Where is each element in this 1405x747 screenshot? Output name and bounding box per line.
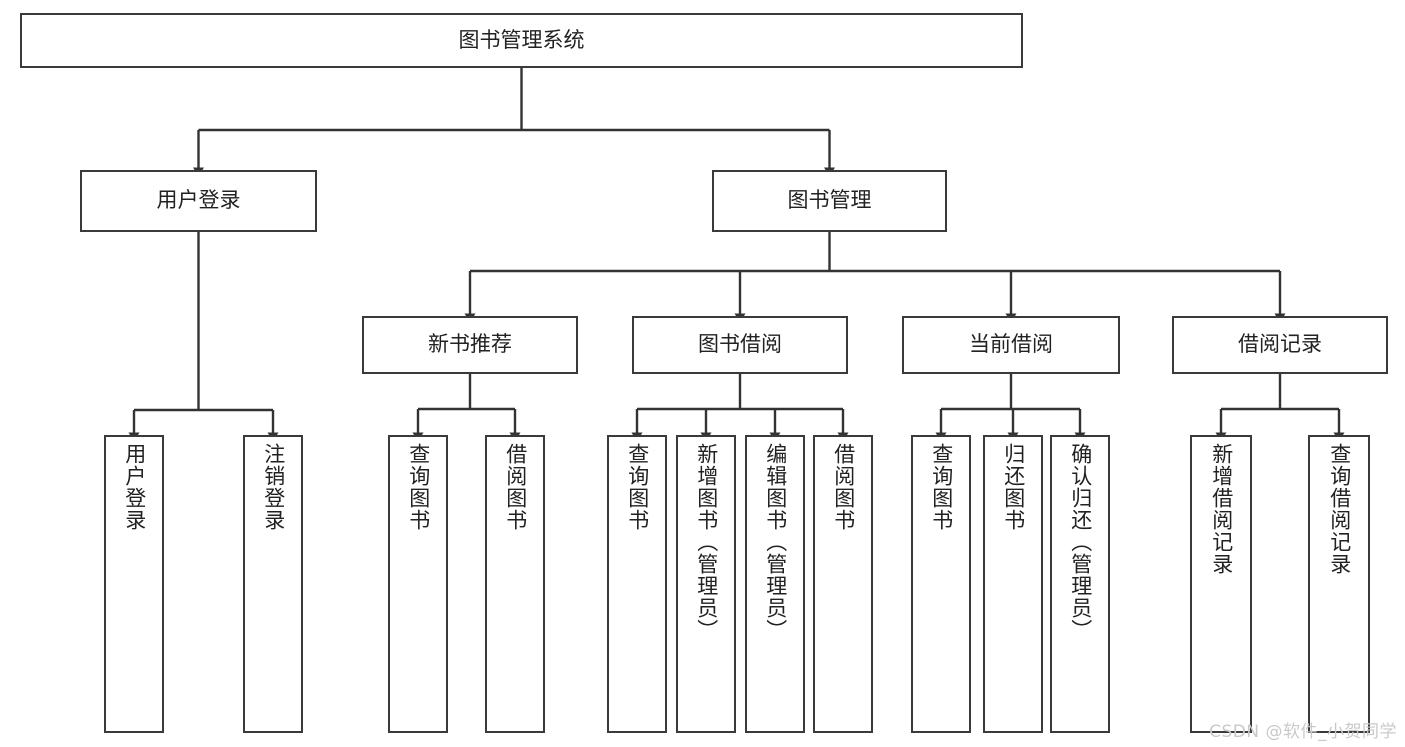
node-book-management[interactable]: 图书管理 bbox=[712, 170, 947, 232]
leaf-borrow-book-label: 借阅图书 bbox=[831, 443, 856, 531]
leaf-query-book-borrow-label: 查询图书 bbox=[625, 443, 650, 531]
leaf-borrow-book-recommend-label: 借阅图书 bbox=[503, 443, 528, 531]
node-user-login[interactable]: 用户登录 bbox=[80, 170, 317, 232]
node-book-borrow-label: 图书借阅 bbox=[698, 332, 782, 357]
node-new-book-recommend-label: 新书推荐 bbox=[428, 332, 512, 357]
leaf-user-login[interactable]: 用户登录 bbox=[104, 435, 164, 733]
leaf-query-borrow-record-label: 查询借阅记录 bbox=[1327, 443, 1352, 575]
leaf-add-book-admin-label: 新增图书（管理员） bbox=[694, 443, 719, 641]
leaf-edit-book-admin-label: 编辑图书（管理员） bbox=[763, 443, 788, 641]
leaf-logout[interactable]: 注销登录 bbox=[243, 435, 303, 733]
leaf-query-book-recommend-label: 查询图书 bbox=[406, 443, 431, 531]
leaf-confirm-return-admin[interactable]: 确认归还（管理员） bbox=[1050, 435, 1110, 733]
leaf-query-book-current[interactable]: 查询图书 bbox=[911, 435, 971, 733]
leaf-query-book-borrow[interactable]: 查询图书 bbox=[607, 435, 667, 733]
node-book-management-label: 图书管理 bbox=[787, 188, 872, 213]
leaf-borrow-book[interactable]: 借阅图书 bbox=[813, 435, 873, 733]
leaf-borrow-book-recommend[interactable]: 借阅图书 bbox=[485, 435, 545, 733]
node-root-label: 图书管理系统 bbox=[458, 27, 585, 52]
leaf-query-borrow-record[interactable]: 查询借阅记录 bbox=[1308, 435, 1370, 733]
leaf-query-book-current-label: 查询图书 bbox=[929, 443, 954, 531]
leaf-add-book-admin[interactable]: 新增图书（管理员） bbox=[676, 435, 736, 733]
leaf-user-login-label: 用户登录 bbox=[122, 443, 147, 531]
node-root[interactable]: 图书管理系统 bbox=[20, 13, 1023, 68]
node-new-book-recommend[interactable]: 新书推荐 bbox=[362, 316, 578, 374]
node-borrow-record[interactable]: 借阅记录 bbox=[1172, 316, 1388, 374]
leaf-logout-label: 注销登录 bbox=[261, 443, 286, 531]
node-book-borrow[interactable]: 图书借阅 bbox=[632, 316, 848, 374]
leaf-confirm-return-admin-label: 确认归还（管理员） bbox=[1068, 443, 1093, 641]
node-borrow-record-label: 借阅记录 bbox=[1238, 332, 1322, 357]
node-current-borrow-label: 当前借阅 bbox=[969, 332, 1053, 357]
leaf-return-book[interactable]: 归还图书 bbox=[983, 435, 1043, 733]
leaf-add-borrow-record[interactable]: 新增借阅记录 bbox=[1190, 435, 1252, 733]
leaf-add-borrow-record-label: 新增借阅记录 bbox=[1209, 443, 1234, 575]
watermark: CSDN @软件_小贺同学 bbox=[1209, 722, 1397, 742]
leaf-edit-book-admin[interactable]: 编辑图书（管理员） bbox=[745, 435, 805, 733]
node-current-borrow[interactable]: 当前借阅 bbox=[902, 316, 1120, 374]
node-user-login-label: 用户登录 bbox=[156, 188, 241, 213]
leaf-query-book-recommend[interactable]: 查询图书 bbox=[388, 435, 448, 733]
leaf-return-book-label: 归还图书 bbox=[1001, 443, 1026, 531]
